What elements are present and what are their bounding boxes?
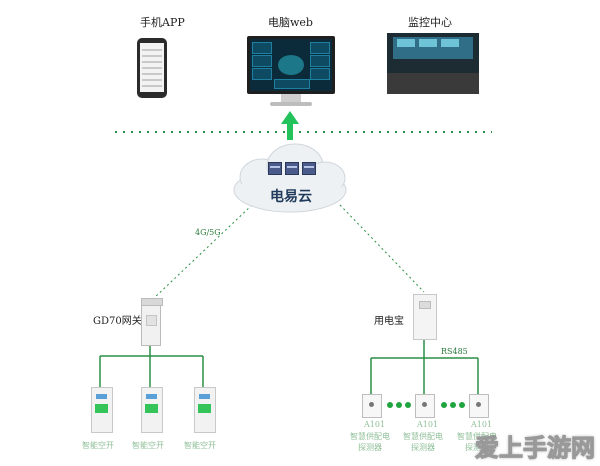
cloud-label: 电易云 <box>270 186 312 206</box>
phone-app-label: 手机APP <box>140 14 185 30</box>
mobile-network-label: 4G/5G <box>195 228 221 237</box>
smart-breaker-icon <box>91 387 113 433</box>
ellipsis-dot <box>396 402 402 408</box>
monitor-center-label: 监控中心 <box>408 14 452 30</box>
rs485-label: RS485 <box>441 347 468 356</box>
server-icon <box>268 162 282 175</box>
cloud-gateway-link <box>152 205 252 300</box>
ellipsis-dot <box>441 402 447 408</box>
arrow-shaft <box>287 124 293 140</box>
server-icon <box>302 162 316 175</box>
sensor-device-icon <box>469 394 489 418</box>
sensor-device-icon <box>415 394 435 418</box>
web-label: 电脑web <box>268 14 313 30</box>
breaker-label: 智能空开 <box>82 440 114 451</box>
ellipsis-dot <box>387 402 393 408</box>
sensor-model: A101 <box>417 420 438 429</box>
breaker-label: 智能空开 <box>132 440 164 451</box>
sensor-name-line1: 智慧供配电 <box>350 431 390 442</box>
sensor-name-line1: 智慧供配电 <box>403 431 443 442</box>
sensor-name-line2: 探测器 <box>411 442 435 453</box>
ellipsis-dot <box>405 402 411 408</box>
server-icon <box>285 162 299 175</box>
computer-monitor-icon <box>247 36 335 94</box>
ellipsis-dot <box>450 402 456 408</box>
control-room-image <box>387 33 479 94</box>
gateway-device-icon <box>141 302 161 346</box>
sensor-device-icon <box>362 394 382 418</box>
smart-breaker-icon <box>141 387 163 433</box>
breaker-label: 智能空开 <box>184 440 216 451</box>
site-watermark: 爱上手游网 <box>475 428 600 466</box>
cabinet-label: 用电宝 <box>374 312 404 327</box>
ellipsis-dot <box>459 402 465 408</box>
gateway-label: GD70网关 <box>93 312 142 327</box>
cloud-cabinet-link <box>340 205 424 292</box>
smart-breaker-icon <box>194 387 216 433</box>
arrow-head <box>281 111 299 124</box>
sensor-model: A101 <box>364 420 385 429</box>
monitor-stand <box>281 94 301 102</box>
sensor-name-line2: 探测器 <box>358 442 382 453</box>
phone-icon <box>137 38 167 98</box>
monitor-base <box>270 102 312 106</box>
cabinet-device-icon <box>413 294 437 340</box>
